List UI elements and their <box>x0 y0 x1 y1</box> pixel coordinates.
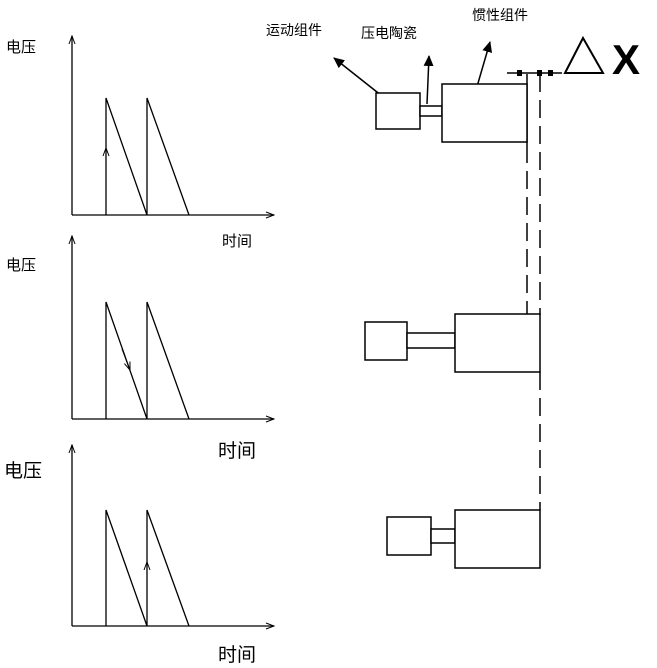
piezo-block-1 <box>420 106 442 116</box>
plot-2-ylabel: 电压 <box>6 256 36 274</box>
voltage-plot-2: 电压 时间 <box>6 236 274 462</box>
inertia-block-3 <box>455 510 540 568</box>
plot-1-xlabel: 时间 <box>222 232 252 250</box>
plot-1-ylabel: 电压 <box>6 38 36 56</box>
plot-2-xlabel: 时间 <box>218 440 256 462</box>
inertia-block-2 <box>455 314 540 372</box>
voltage-plot-3: 电压 时间 <box>4 445 274 666</box>
plot-3-ylabel: 电压 <box>4 460 42 482</box>
reference-tick-left <box>517 70 522 76</box>
delta-x-label: X <box>612 36 640 83</box>
plot-2-direction-arrow <box>122 349 130 370</box>
plot-3-xlabel: 时间 <box>218 644 256 666</box>
inertia-pointer-arrow <box>476 42 490 90</box>
motion-block-3 <box>387 517 431 555</box>
inertia-component-label: 惯性组件 <box>472 7 528 24</box>
delta-triangle-icon <box>565 38 603 73</box>
piezo-block-2 <box>407 333 455 348</box>
piezo-pointer-arrow <box>427 56 429 104</box>
plot-2-sawtooth-wave <box>106 302 189 419</box>
motion-pointer-arrow <box>334 58 382 96</box>
motion-component-label: 运动组件 <box>266 23 322 39</box>
assembly-state-1 <box>376 84 527 142</box>
piezo-ceramic-label: 压电陶瓷 <box>361 26 417 42</box>
assembly-state-2 <box>365 314 540 372</box>
motion-block-2 <box>365 322 407 360</box>
inertia-block-1 <box>442 84 527 142</box>
motion-block-1 <box>376 93 420 129</box>
drive-mechanism: 运动组件 压电陶瓷 惯性组件 X <box>266 7 640 568</box>
assembly-state-3 <box>387 510 540 568</box>
reference-tick-right <box>548 70 553 76</box>
plot-1-sawtooth-wave <box>106 98 189 215</box>
piezo-block-3 <box>431 529 455 543</box>
voltage-plot-1: 电压 时间 <box>6 36 274 250</box>
